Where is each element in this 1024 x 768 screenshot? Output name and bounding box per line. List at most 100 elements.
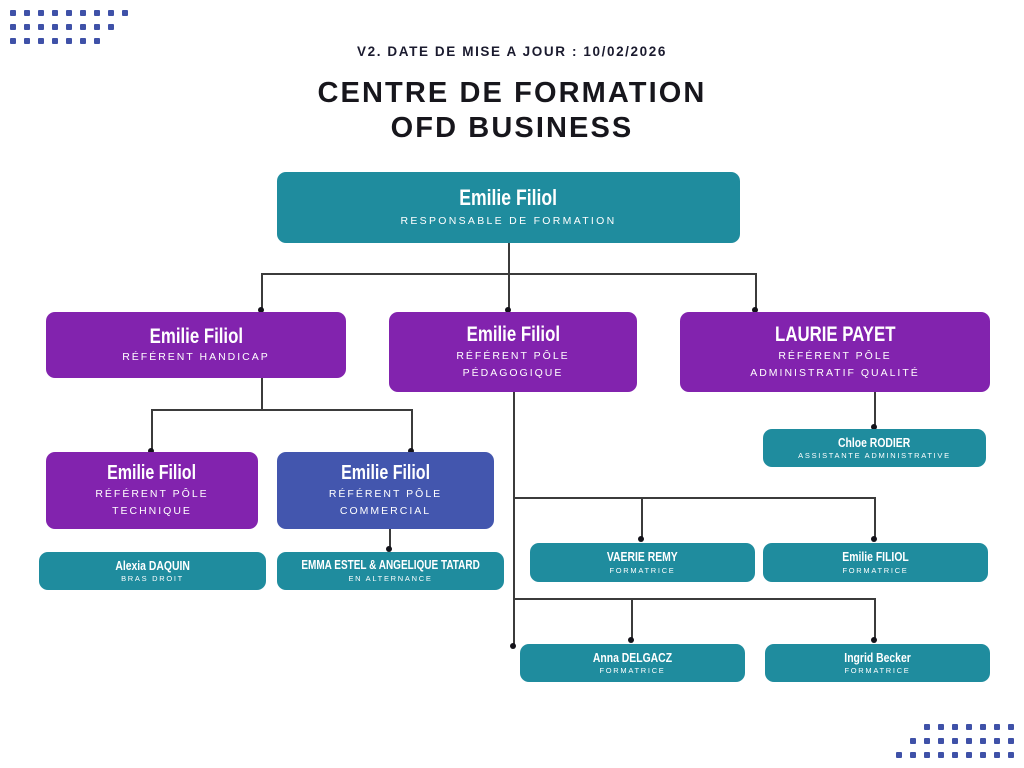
- node-role-line-1: RÉFÉRENT PÔLE: [778, 349, 892, 362]
- decorative-dot-row: [892, 720, 1018, 734]
- connector-arrow-pedagogique: [505, 307, 511, 313]
- decorative-dot: [94, 38, 100, 44]
- connector-pedagogique-stem: [513, 392, 515, 647]
- connector-to-administratif: [755, 273, 757, 312]
- connector-formatrice-bus-2: [513, 598, 876, 600]
- node-role: FORMATRICE: [842, 565, 909, 575]
- node-role-line-1: RÉFÉRENT PÔLE: [328, 487, 443, 500]
- decorative-dot: [10, 24, 16, 30]
- node-responsable-de-formation[interactable]: Emilie Filiol RESPONSABLE DE FORMATION: [277, 172, 740, 243]
- node-name: Anna DELGACZ: [592, 649, 673, 665]
- decorative-dot-row: [6, 34, 132, 48]
- node-name: Emilie Filiol: [466, 322, 560, 346]
- connector-to-technique: [151, 409, 153, 453]
- connector-arrow-anna: [628, 637, 634, 643]
- header: V2. DATE DE MISE A JOUR : 10/02/2026 CEN…: [0, 44, 1024, 147]
- node-name: Emilie Filiol: [341, 461, 430, 484]
- decorative-dot: [10, 38, 16, 44]
- node-name: Emilie Filiol: [149, 324, 243, 348]
- decorative-dot: [1008, 738, 1014, 744]
- decorative-dot: [952, 752, 958, 758]
- node-role: FORMATRICE: [844, 666, 911, 676]
- decorative-dot: [980, 738, 986, 744]
- decorative-dot: [24, 24, 30, 30]
- decorative-dot: [108, 24, 114, 30]
- decorative-dot: [38, 24, 44, 30]
- decorative-dot: [66, 24, 72, 30]
- connector-administratif-stem: [874, 392, 876, 428]
- connector-to-vaerie: [641, 497, 643, 541]
- connector-arrow-administratif: [752, 307, 758, 313]
- node-referent-handicap[interactable]: Emilie Filiol RÉFÉRENT HANDICAP: [46, 312, 346, 378]
- decorative-dot-row: [892, 734, 1018, 748]
- node-name: Alexia DAQUIN: [115, 557, 190, 573]
- connector-arrow-alternance: [386, 546, 392, 552]
- node-en-alternance[interactable]: EMMA ESTEL & ANGELIQUE TATARD EN ALTERNA…: [277, 552, 504, 590]
- decorative-dot: [966, 752, 972, 758]
- decorative-dot: [52, 38, 58, 44]
- connector-arrow-handicap: [258, 307, 264, 313]
- connector-arrow-chloe: [871, 424, 877, 430]
- node-role-line-2: COMMERCIAL: [339, 504, 432, 517]
- decorative-dot: [994, 738, 1000, 744]
- node-role-line-2: PÉDAGOGIQUE: [462, 366, 564, 379]
- decorative-dot: [910, 752, 916, 758]
- node-formatrice-vaerie-remy[interactable]: VAERIE REMY FORMATRICE: [530, 543, 755, 582]
- decorative-dot: [938, 752, 944, 758]
- connector-arrow-pedagogique-end: [510, 643, 516, 649]
- connector-to-handicap: [261, 273, 263, 312]
- decorative-dot: [994, 752, 1000, 758]
- node-formatrice-emilie-filiol[interactable]: Emilie FILIOL FORMATRICE: [763, 543, 988, 582]
- decorative-dot: [952, 724, 958, 730]
- node-formatrice-ingrid-becker[interactable]: Ingrid Becker FORMATRICE: [765, 644, 990, 682]
- connector-to-pedagogique: [508, 273, 510, 312]
- node-name: Emilie Filiol: [459, 185, 558, 210]
- node-role-line-2: TECHNIQUE: [112, 504, 192, 517]
- node-name: Emilie FILIOL: [842, 549, 909, 565]
- node-role-line-2: ADMINISTRATIF QUALITÉ: [750, 366, 920, 379]
- connector-formatrice-bus-1: [513, 497, 876, 499]
- connector-arrow-emilie-formatrice: [871, 536, 877, 542]
- node-role: EN ALTERNANCE: [348, 573, 433, 583]
- decorative-dot: [924, 738, 930, 744]
- node-name: EMMA ESTEL & ANGELIQUE TATARD: [301, 557, 480, 572]
- node-role: BRAS DROIT: [121, 574, 184, 584]
- decorative-dot: [980, 752, 986, 758]
- version-date-line: V2. DATE DE MISE A JOUR : 10/02/2026: [357, 44, 667, 59]
- decorative-dot: [66, 38, 72, 44]
- decorative-dot-grid-bottom-right: [892, 720, 1018, 762]
- node-referent-pole-administratif-qualite[interactable]: LAURIE PAYET RÉFÉRENT PÔLE ADMINISTRATIF…: [680, 312, 990, 392]
- node-name: Emilie Filiol: [107, 461, 197, 484]
- decorative-dot: [938, 738, 944, 744]
- connector-root-stem: [508, 243, 510, 275]
- node-name: Chloe RODIER: [838, 434, 911, 450]
- decorative-dot: [938, 724, 944, 730]
- connector-arrow-vaerie: [638, 536, 644, 542]
- decorative-dot-row: [6, 20, 132, 34]
- decorative-dot: [896, 752, 902, 758]
- node-role: FORMATRICE: [609, 565, 676, 575]
- decorative-dot: [38, 10, 44, 16]
- node-referent-pole-pedagogique[interactable]: Emilie Filiol RÉFÉRENT PÔLE PÉDAGOGIQUE: [389, 312, 637, 392]
- decorative-dot: [952, 738, 958, 744]
- decorative-dot-row: [6, 6, 132, 20]
- page-title: CENTRE DE FORMATION OFD BUSINESS: [0, 76, 1024, 147]
- decorative-dot: [24, 10, 30, 16]
- connector-arrow-commercial: [408, 448, 414, 454]
- decorative-dot: [980, 724, 986, 730]
- decorative-dot: [94, 24, 100, 30]
- decorative-dot: [924, 752, 930, 758]
- decorative-dot: [24, 38, 30, 44]
- connector-arrow-technique: [148, 448, 154, 454]
- node-referent-pole-technique[interactable]: Emilie Filiol RÉFÉRENT PÔLE TECHNIQUE: [46, 452, 258, 529]
- node-assistante-administrative[interactable]: Chloe RODIER ASSISTANTE ADMINISTRATIVE: [763, 429, 986, 467]
- node-referent-pole-commercial[interactable]: Emilie Filiol RÉFÉRENT PÔLE COMMERCIAL: [277, 452, 494, 529]
- decorative-dot-grid-top-left: [6, 6, 132, 48]
- connector-to-anna: [631, 598, 633, 642]
- node-formatrice-anna-delgacz[interactable]: Anna DELGACZ FORMATRICE: [520, 644, 745, 682]
- decorative-dot: [1008, 752, 1014, 758]
- decorative-dot: [66, 10, 72, 16]
- decorative-dot: [52, 24, 58, 30]
- node-bras-droit[interactable]: Alexia DAQUIN BRAS DROIT: [39, 552, 266, 590]
- node-role: RÉFÉRENT HANDICAP: [122, 351, 270, 364]
